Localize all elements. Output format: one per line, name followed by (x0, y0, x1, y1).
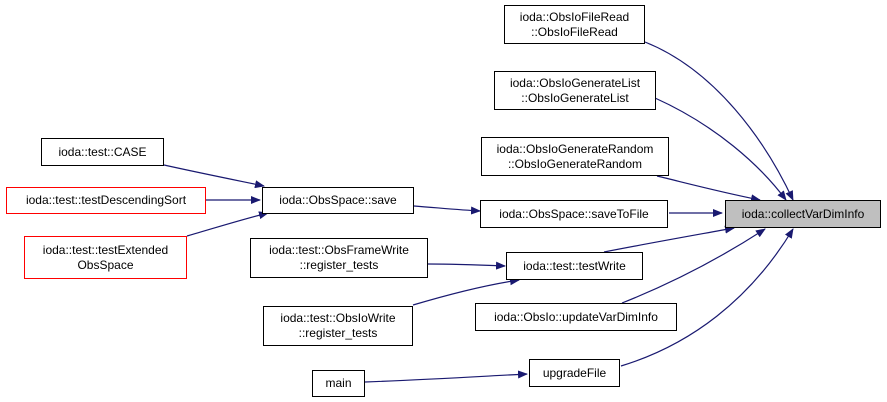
node-label: ioda::test::testExtended (42, 242, 169, 257)
edge-framewrite-to-testwrite (427, 261, 506, 270)
node-test-case[interactable]: ioda::test::CASE (41, 138, 164, 166)
node-label: ioda::test::testWrite (523, 258, 626, 273)
node-obsio-file-read[interactable]: ioda::ObsIoFileRead ::ObsIoFileRead (504, 5, 645, 44)
edge-updatevardim-to-collect (621, 228, 766, 304)
node-collect-var-dim-info: ioda::collectVarDimInfo (725, 200, 881, 228)
node-upgrade-file[interactable]: upgradeFile (529, 359, 620, 387)
edge-testwrite-to-collect (603, 225, 735, 253)
node-label: ::ObsIoGenerateRandom (507, 156, 643, 171)
node-label: ::ObsIoGenerateList (521, 90, 629, 105)
edge-save-to-savetofile (413, 205, 481, 215)
node-obsio-update-var-dim-info[interactable]: ioda::ObsIo::updateVarDimInfo (475, 303, 677, 331)
node-label: ioda::ObsSpace::saveToFile (499, 206, 649, 221)
node-obsframewrite-register-tests[interactable]: ioda::test::ObsFrameWrite ::register_tes… (250, 238, 428, 278)
edge-upgradefile-to-collect (620, 228, 794, 367)
node-label: upgradeFile (542, 365, 607, 380)
node-label: ObsSpace (77, 257, 134, 272)
edge-iowrite-to-testwrite (412, 277, 520, 306)
node-obsio-generate-random[interactable]: ioda::ObsIoGenerateRandom ::ObsIoGenerat… (481, 137, 669, 176)
node-label: ioda::ObsIoFileRead (519, 9, 630, 24)
node-label: ioda::ObsIo::updateVarDimInfo (494, 309, 658, 324)
node-obsspace-save-to-file[interactable]: ioda::ObsSpace::saveToFile (480, 200, 668, 228)
node-test-descending-sort[interactable]: ioda::test::testDescendingSort (6, 187, 206, 214)
node-obsio-generate-list[interactable]: ioda::ObsIoGenerateList ::ObsIoGenerateL… (494, 71, 656, 110)
node-test-write[interactable]: ioda::test::testWrite (506, 252, 643, 280)
node-main[interactable]: main (312, 370, 365, 397)
node-label: ioda::test::CASE (58, 144, 147, 159)
edge-main-to-upgradefile (364, 370, 528, 383)
edge-genrandom-to-collect (656, 175, 761, 203)
node-label: ioda::ObsIoGenerateList (509, 75, 641, 90)
edge-fileread-to-collect (644, 41, 794, 201)
node-label: ::ObsIoFileRead (531, 24, 618, 39)
edge-extended-to-save (186, 211, 269, 237)
node-obsspace-save[interactable]: ioda::ObsSpace::save (262, 187, 414, 214)
node-test-extended-obsspace[interactable]: ioda::test::testExtended ObsSpace (24, 236, 187, 279)
node-obsiowrite-register-tests[interactable]: ioda::test::ObsIoWrite ::register_tests (263, 306, 413, 346)
node-label: ioda::ObsIoGenerateRandom (496, 141, 654, 156)
node-label: ioda::ObsSpace::save (279, 193, 397, 207)
node-label: ioda::test::testDescendingSort (25, 193, 187, 207)
node-label: ::register_tests (299, 258, 379, 272)
edge-genlist-to-collect (654, 97, 787, 201)
node-label: ioda::test::ObsFrameWrite (269, 243, 409, 257)
node-label: ioda::collectVarDimInfo (741, 206, 865, 221)
edge-case-to-save (163, 164, 265, 189)
node-label: ioda::test::ObsIoWrite (280, 311, 396, 325)
node-label: main (325, 376, 352, 390)
node-label: ::register_tests (298, 326, 378, 340)
